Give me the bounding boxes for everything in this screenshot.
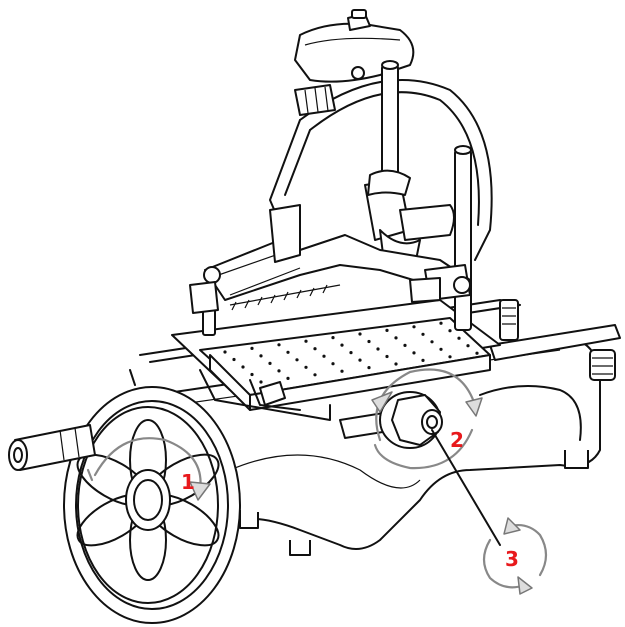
plate-hole [277, 369, 281, 373]
callout-2: 2 [450, 428, 464, 452]
rotation-arrow-3-right [508, 523, 548, 577]
plate-hole [250, 372, 254, 377]
handwheel [63, 386, 241, 624]
callout-1: 1 [181, 470, 195, 494]
plate-hole [295, 358, 299, 362]
plate-hole [412, 325, 416, 329]
plate-hole [430, 340, 434, 344]
plate-hole [412, 351, 416, 355]
plate-hole [313, 373, 317, 377]
plate-hole [403, 343, 407, 347]
plate-hole [268, 361, 272, 365]
rotation-arrow-3 [482, 538, 527, 589]
plate-hole [223, 350, 227, 354]
rotation-arrowhead-3b [503, 517, 521, 535]
lock-knob [379, 391, 443, 449]
plate-hole [358, 332, 362, 336]
plate-hole [340, 343, 344, 347]
plate-hole [286, 350, 290, 354]
plate-hole [286, 376, 290, 380]
plate-hole [448, 329, 452, 333]
rotation-arrow-handwheel-tail [86, 468, 94, 482]
plate-hole [259, 380, 263, 384]
plate-hole [340, 369, 344, 373]
rotation-arrow-knob-lower [373, 428, 474, 470]
plate-hole [376, 347, 380, 351]
plate-hole [313, 347, 317, 351]
rotation-arrowhead-knob-2 [465, 397, 483, 417]
plate-hole [475, 351, 479, 355]
plate-hole [241, 365, 245, 369]
plate-hole [385, 354, 389, 359]
plate-hole [457, 336, 461, 340]
plate-hole [439, 347, 443, 351]
plate-hole [367, 339, 371, 344]
leader-line [431, 429, 501, 546]
plate-hole [259, 354, 263, 358]
plate-hole [250, 346, 254, 350]
plate-hole [394, 336, 398, 340]
rotation-arrow-knob [375, 368, 477, 442]
plate-hole [304, 339, 308, 343]
plate-hole [331, 362, 335, 366]
rotation-arrowhead-handwheel [189, 481, 211, 501]
plate-hole [385, 328, 389, 332]
plate-hole [421, 358, 425, 362]
handle-arm-frame [189, 204, 471, 314]
plate-hole [358, 358, 362, 362]
crank-handle [8, 424, 96, 471]
rotation-arrowhead-knob [371, 391, 393, 413]
plate-hole [277, 343, 281, 347]
plate-hole [394, 362, 398, 366]
plate-hole [331, 336, 335, 340]
plate-hole [448, 355, 452, 359]
plate-hole [367, 366, 371, 370]
plate-hole [349, 351, 353, 355]
plate-hole [466, 344, 470, 348]
plate-hole [421, 332, 425, 336]
rotation-arrow-handwheel [93, 437, 202, 492]
plate-hole [304, 365, 308, 369]
callout-3: 3 [505, 547, 519, 571]
plate-hole [232, 357, 236, 362]
rotation-arrowhead-3 [517, 576, 533, 595]
plate-hole [322, 354, 326, 358]
plate-hole [439, 321, 443, 325]
